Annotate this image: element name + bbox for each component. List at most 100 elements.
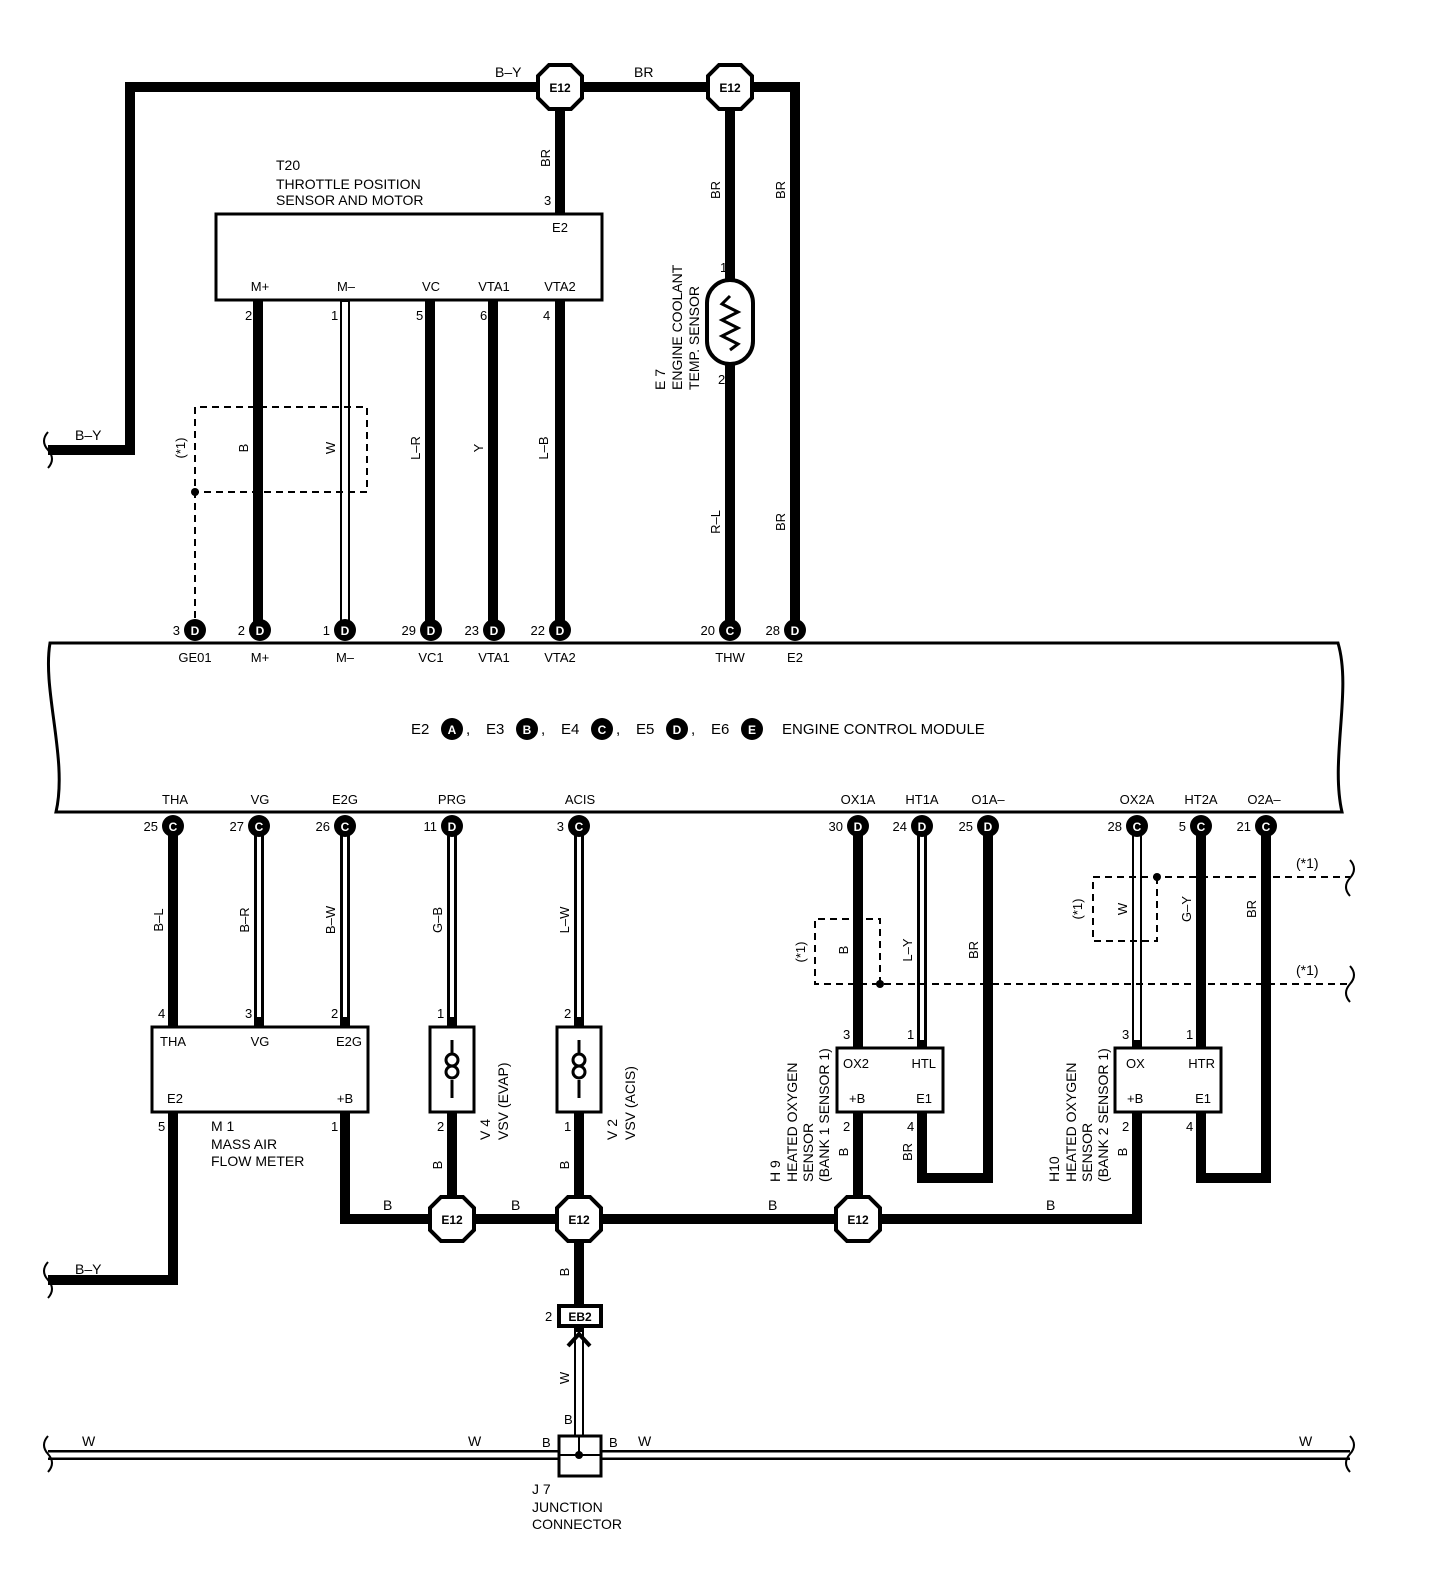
svg-text:2: 2 (564, 1006, 571, 1021)
maf-name-2: FLOW METER (211, 1153, 304, 1169)
vsv-acis-id: V 2 (604, 1119, 620, 1140)
coolant-name-2: TEMP. SENSOR (686, 286, 702, 390)
svg-text:25: 25 (144, 819, 158, 834)
svg-text:E5: E5 (636, 721, 654, 738)
mass-air-flow-meter: THA VG E2G E2 +B 4 3 2 5 1 M 1 MASS AIR … (150, 1006, 370, 1169)
h9-name-2: SENSOR (800, 1123, 816, 1182)
throttle-pin-vta2: 4 (543, 308, 550, 323)
throttle-term-mminus: M– (337, 279, 356, 294)
wire-label-gb: G–B (430, 907, 445, 933)
wire-label-br-vg: B–R (237, 907, 252, 932)
h9-name-3: (BANK 1 SENSOR 1) (816, 1048, 832, 1182)
svg-text:B: B (609, 1435, 618, 1450)
svg-text:E2: E2 (411, 721, 429, 738)
ecm-terminal-mplus: D2M+ (238, 619, 271, 665)
svg-text:28: 28 (1108, 819, 1122, 834)
engine-coolant-temp-sensor: 1 2 E 7 ENGINE COOLANT TEMP. SENSOR (652, 260, 755, 390)
svg-text:THA: THA (160, 1034, 186, 1049)
wire-label-bw: B–W (323, 905, 338, 934)
shield-note-right-2: (*1) (1296, 962, 1319, 978)
wire-label-coolant-br: BR (708, 181, 723, 199)
bus-w-label-3: W (638, 1433, 652, 1449)
svg-text:25: 25 (959, 819, 973, 834)
svg-text:O2A–: O2A– (1247, 792, 1281, 807)
svg-text:2: 2 (238, 623, 245, 638)
shield-note-h10: (*1) (1070, 899, 1085, 920)
svg-text:23: 23 (465, 623, 479, 638)
wire-label-e2-br-upper: BR (773, 181, 788, 199)
wire-label-br-top: BR (634, 64, 653, 80)
junction-e12-top-2: E12 (706, 63, 754, 111)
svg-text:C: C (1197, 820, 1206, 834)
svg-text:2: 2 (843, 1119, 850, 1134)
svg-text:E12: E12 (719, 81, 741, 95)
svg-text:2: 2 (437, 1119, 444, 1134)
svg-text:2: 2 (331, 1006, 338, 1021)
bus-label-2: B (511, 1197, 520, 1213)
junction-connector-j7: B B B J 7 JUNCTION CONNECTOR (532, 1412, 622, 1532)
svg-text:HTL: HTL (911, 1056, 936, 1071)
top-wiring (43, 82, 800, 1299)
throttle-position-sensor: T20 THROTTLE POSITION SENSOR AND MOTOR 3… (214, 157, 604, 323)
coolant-pin-top: 1 (720, 260, 727, 275)
bus-label-3: B (768, 1197, 777, 1213)
svg-text:THA: THA (162, 792, 188, 807)
svg-text:D: D (448, 820, 457, 834)
vsv-evap-id: V 4 (477, 1119, 493, 1140)
svg-text:E3: E3 (486, 721, 504, 738)
svg-text:OX1A: OX1A (841, 792, 876, 807)
svg-text:1: 1 (331, 1119, 338, 1134)
svg-text:D: D (791, 624, 800, 638)
thermistor-icon (718, 294, 742, 352)
svg-text:11: 11 (424, 819, 438, 834)
wire-label-eb2-w: W (557, 1371, 572, 1384)
j7-id: J 7 (532, 1481, 551, 1497)
shield-node-top (191, 488, 199, 496)
svg-text:VG: VG (251, 792, 270, 807)
shield-box-h9 (814, 918, 1350, 985)
svg-text:VTA2: VTA2 (544, 650, 576, 665)
svg-text:THW: THW (715, 650, 745, 665)
svg-text:1: 1 (437, 1006, 444, 1021)
ecm-title: ENGINE CONTROL MODULE (782, 721, 985, 738)
ecm-terminal-mminus: D1M– (323, 619, 356, 665)
svg-text:1: 1 (564, 1119, 571, 1134)
wire-label-e2-br-lower: BR (773, 513, 788, 531)
connector-eb2: EB2 2 B W (545, 1268, 603, 1384)
wire-label-h10-w: W (1115, 902, 1130, 915)
svg-text:EB2: EB2 (568, 1310, 592, 1324)
svg-text:C: C (598, 723, 607, 737)
throttle-pin-mplus: 2 (245, 308, 252, 323)
svg-text:B: B (542, 1435, 551, 1450)
svg-text:C: C (1133, 820, 1142, 834)
svg-text:E: E (748, 723, 756, 737)
throttle-pin-mminus: 1 (331, 308, 338, 323)
wire-label-vc: L–R (408, 436, 423, 460)
throttle-id: T20 (276, 157, 300, 173)
svg-text:C: C (169, 820, 178, 834)
svg-text:E2G: E2G (332, 792, 358, 807)
maf-id: M 1 (211, 1118, 235, 1134)
wire-label-by-left-top: B–Y (75, 427, 102, 443)
svg-text:HT1A: HT1A (905, 792, 939, 807)
svg-text:E1: E1 (1195, 1091, 1211, 1106)
shield-box-top (194, 406, 368, 630)
svg-text:21: 21 (1237, 819, 1251, 834)
svg-text:1: 1 (1186, 1027, 1193, 1042)
svg-text:C: C (255, 820, 264, 834)
vsv-evap: 1 2 V 4 VSV (EVAP) (428, 1006, 511, 1140)
svg-text:VG: VG (251, 1034, 270, 1049)
bus-w-label-1: W (82, 1433, 96, 1449)
shield-node-h10 (1153, 873, 1161, 881)
svg-text:E1: E1 (916, 1091, 932, 1106)
svg-text:22: 22 (531, 623, 545, 638)
